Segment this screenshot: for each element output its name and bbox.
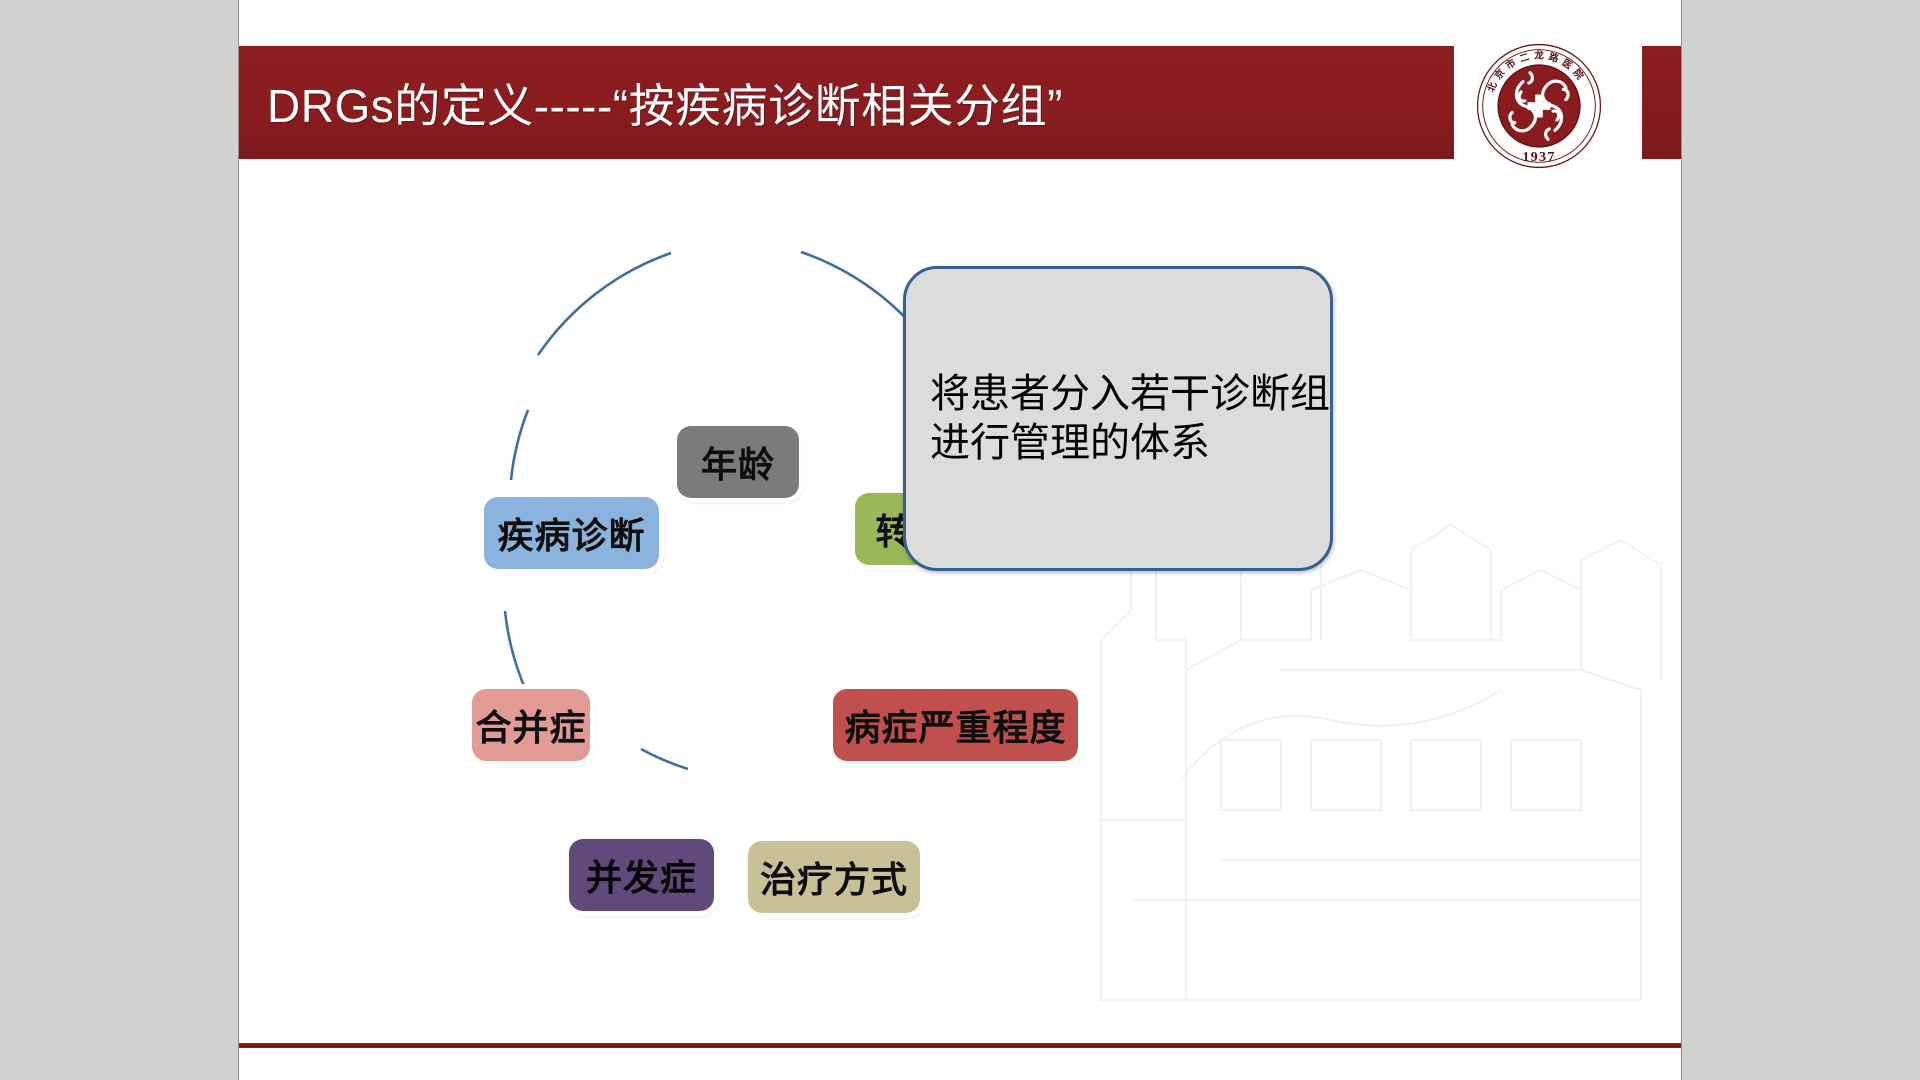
svg-text:路: 路 (1547, 51, 1560, 65)
svg-text:龙: 龙 (1533, 50, 1544, 62)
hospital-logo-icon: 北 京 市 二 龙 路 医 院 1937 (1476, 43, 1602, 169)
cycle-node-comorbidity[interactable]: 合并症 (472, 689, 590, 761)
cycle-node-severity[interactable]: 病症严重程度 (833, 689, 1078, 761)
result-line-2: 进行管理的体系 (930, 420, 1210, 465)
cycle-node-age[interactable]: 年龄 (677, 426, 799, 498)
svg-text:北: 北 (1485, 80, 1500, 94)
cycle-node-severity-label: 病症严重程度 (844, 707, 1067, 748)
svg-text:二: 二 (1518, 52, 1531, 65)
cycle-node-diagnosis-label: 疾病诊断 (497, 515, 646, 556)
cycle-node-age-label: 年龄 (700, 444, 775, 485)
slide-header-bar: DRGs的定义-----“按疾病诊断相关分组” (239, 46, 1454, 159)
result-line-1: 将患者分入若干诊断组 (930, 371, 1330, 416)
slide-bottom-rule (239, 1043, 1681, 1048)
cycle-node-comorbidity-label: 合并症 (475, 707, 587, 748)
logo-year: 1937 (1522, 149, 1555, 165)
header-bar-right-accent (1642, 46, 1681, 159)
cycle-node-complication[interactable]: 并发症 (569, 839, 714, 911)
cycle-node-complication-label: 并发症 (585, 857, 697, 898)
slide-canvas: DRGs的定义-----“按疾病诊断相关分组” 北 京 市 二 (238, 0, 1682, 1080)
cycle-node-diagnosis[interactable]: 疾病诊断 (484, 497, 659, 569)
page-title: DRGs的定义-----“按疾病诊断相关分组” (267, 79, 1063, 132)
cycle-node-treatment[interactable]: 治疗方式 (748, 841, 920, 913)
result-callout-box: 将患者分入若干诊断组 进行管理的体系 (903, 266, 1333, 571)
result-callout-text: 将患者分入若干诊断组 进行管理的体系 (906, 370, 1330, 468)
cycle-node-treatment-label: 治疗方式 (759, 859, 908, 900)
